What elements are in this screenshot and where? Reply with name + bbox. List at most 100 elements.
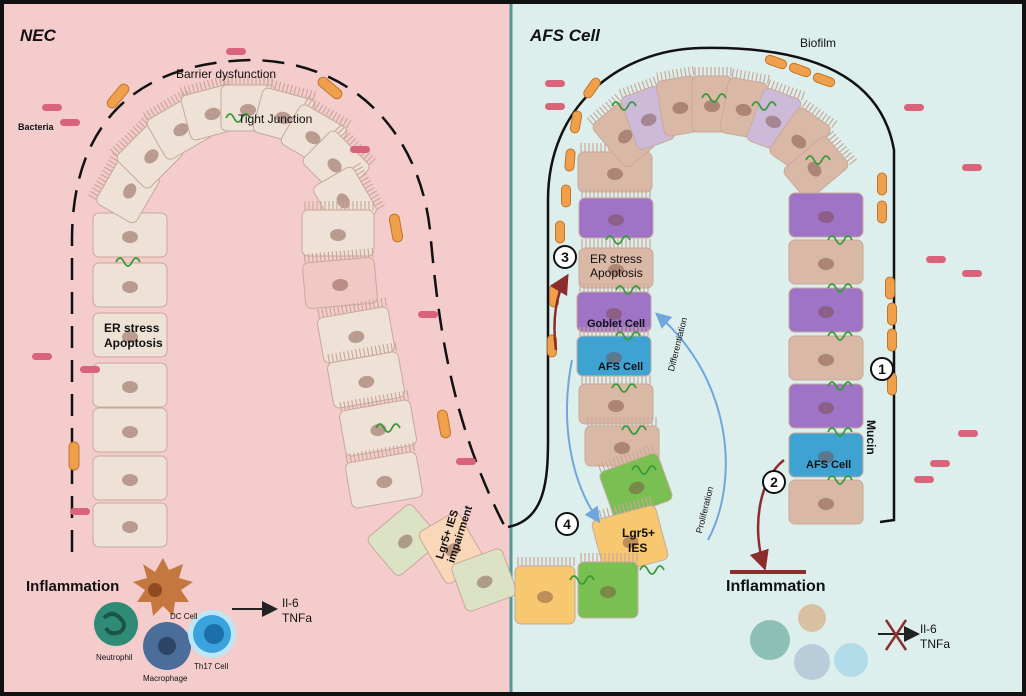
biofilm-bacterium-icon	[877, 200, 887, 224]
afs-cell-left	[584, 417, 660, 467]
tight-junction-icon	[701, 93, 727, 103]
afs-cell-right	[788, 287, 864, 333]
afs-cell-right	[788, 432, 864, 478]
tight-junction-icon	[827, 235, 853, 245]
tight-junction-icon	[611, 101, 637, 111]
afs-er-stress-line2: Apoptosis	[590, 266, 643, 280]
bacterium-icon	[904, 104, 924, 111]
afs-cell-right	[788, 335, 864, 381]
tight-junction-icon	[751, 101, 777, 111]
afs-to-lgr5-arrow	[566, 359, 601, 524]
bacterium-icon	[914, 476, 934, 483]
nec-cell-right	[301, 201, 375, 257]
bacteria-label: Bacteria	[18, 122, 54, 132]
afs-cell-left	[578, 239, 654, 289]
tight-junction-icon	[615, 285, 641, 295]
afs-lgr5-cell	[514, 557, 576, 625]
nec-er-stress-line2: Apoptosis	[104, 336, 163, 350]
biofilm-bacterium-icon	[877, 172, 887, 196]
afs-cell-right	[788, 239, 864, 285]
tight-junction-icon	[375, 423, 401, 433]
biofilm-bacterium-icon	[788, 62, 812, 78]
bacterium-icon	[926, 256, 946, 263]
nec-cell-right	[339, 390, 417, 457]
tight-junction-icon	[827, 427, 853, 437]
biofilm-bacterium-icon	[388, 213, 404, 243]
step-2-marker: 2	[762, 470, 786, 494]
barrier-dysfunction-label: Barrier dysfunction	[176, 67, 277, 81]
afs-title: AFS Cell	[530, 26, 600, 45]
afs-lgr5-line2: IES	[628, 541, 648, 555]
nec-cell-left	[92, 502, 168, 548]
er-stress-arrow	[549, 273, 569, 351]
afs-cell-right	[788, 383, 864, 429]
afs-neutrophil-icon	[750, 620, 790, 660]
inhibition-arrow	[749, 459, 785, 571]
th17-cell-label: Th17 Cell	[194, 662, 229, 671]
bacterium-icon	[456, 458, 476, 465]
afs-th17-cell-icon	[834, 643, 868, 677]
tight-junction-label: Tight Junction	[238, 112, 313, 126]
tight-junction-icon	[827, 283, 853, 293]
tight-junction-icon	[225, 113, 251, 123]
bacterium-icon	[545, 103, 565, 110]
bacterium-icon	[80, 366, 100, 373]
differentiation-arrow	[654, 312, 727, 541]
biofilm-bacterium-icon	[317, 76, 343, 100]
afs-epithelium	[514, 66, 864, 625]
nec-cell-left	[92, 312, 168, 358]
nec-title: NEC	[20, 26, 56, 45]
tight-junction-icon	[115, 257, 141, 267]
tight-junction-icon	[827, 475, 853, 485]
nec-cell-left	[92, 407, 168, 453]
nec-cytokine-2: TNFa	[282, 611, 312, 625]
bacteria-group	[32, 48, 982, 515]
biofilm-bacterium-icon	[68, 441, 80, 471]
tight-junction-icon	[827, 381, 853, 391]
afs-lgr5-line1: Lgr5+	[622, 526, 656, 540]
biofilm-bacterium-icon	[561, 184, 571, 208]
biofilm-bacterium-icon	[887, 328, 897, 352]
biofilm-bacterium-icon	[569, 110, 583, 134]
neutrophil-icon	[94, 602, 138, 646]
mucin-label: Mucin	[864, 420, 878, 455]
step-1-marker: 1	[870, 357, 894, 381]
bacterium-icon	[958, 430, 978, 437]
nec-cell-left	[92, 262, 168, 308]
step-3-marker: 3	[553, 245, 577, 269]
afs-cytokine-1: Il-6	[920, 622, 937, 636]
biofilm-bacterium-icon	[555, 220, 565, 244]
bacterium-icon	[418, 311, 438, 318]
afs-lgr5-cell	[577, 553, 639, 619]
biofilm-bacterium-icon	[887, 302, 897, 326]
nec-stem-cell	[451, 548, 517, 612]
afs-cytokine-2: TNFa	[920, 637, 950, 651]
bacterium-icon	[70, 508, 90, 515]
afs-lgr5-cell	[590, 496, 669, 575]
afs-cell-right	[788, 192, 864, 238]
afs-dc-cell-icon	[798, 604, 826, 632]
macrophage-label: Macrophage	[143, 674, 188, 683]
afs-macrophage-icon	[794, 644, 830, 680]
nec-inflammation-label: Inflammation	[26, 578, 120, 595]
cytokine-cross-mark	[884, 619, 908, 651]
biofilm-bacterium-icon	[564, 148, 576, 172]
nec-er-stress-line1: ER stress	[104, 321, 160, 335]
afs-cell-left	[576, 327, 652, 377]
nec-cell-right	[327, 342, 405, 409]
macrophage-icon	[143, 622, 191, 670]
afs-cell-top	[586, 94, 656, 168]
tight-junction-icon	[621, 425, 647, 435]
bacterium-icon	[962, 164, 982, 171]
biofilm-bacterium-icon	[436, 409, 452, 439]
bacterium-icon	[545, 80, 565, 87]
tight-junction-icon	[569, 575, 595, 585]
tight-junction-icon	[615, 331, 641, 341]
biofilm-bacterium-icon	[885, 276, 895, 300]
tight-junction-icon	[611, 383, 637, 393]
th17-cell-icon	[188, 610, 236, 658]
afs-lgr5-cell	[597, 444, 673, 519]
afs-cell-label-left: AFS Cell	[598, 361, 644, 373]
afs-cell-left	[578, 375, 654, 425]
